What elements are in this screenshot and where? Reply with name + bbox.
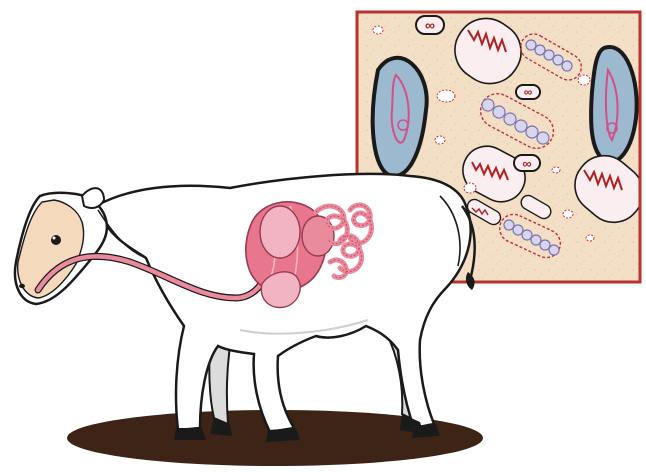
cow [15, 174, 475, 442]
cocci-pair-mid: ∞ [514, 155, 540, 171]
svg-text:∞: ∞ [425, 17, 435, 33]
reticulum [260, 206, 300, 258]
protozoa-right [591, 47, 637, 162]
muzzle [18, 200, 84, 298]
cocci-pair-top: ∞ [416, 16, 444, 34]
svg-text:∞: ∞ [524, 85, 533, 99]
nostril [19, 284, 25, 288]
cocci-pair-upper: ∞ [516, 85, 540, 99]
ear [82, 188, 104, 208]
svg-text:∞: ∞ [522, 156, 531, 171]
eye [51, 235, 61, 245]
eye-highlight [53, 237, 56, 240]
